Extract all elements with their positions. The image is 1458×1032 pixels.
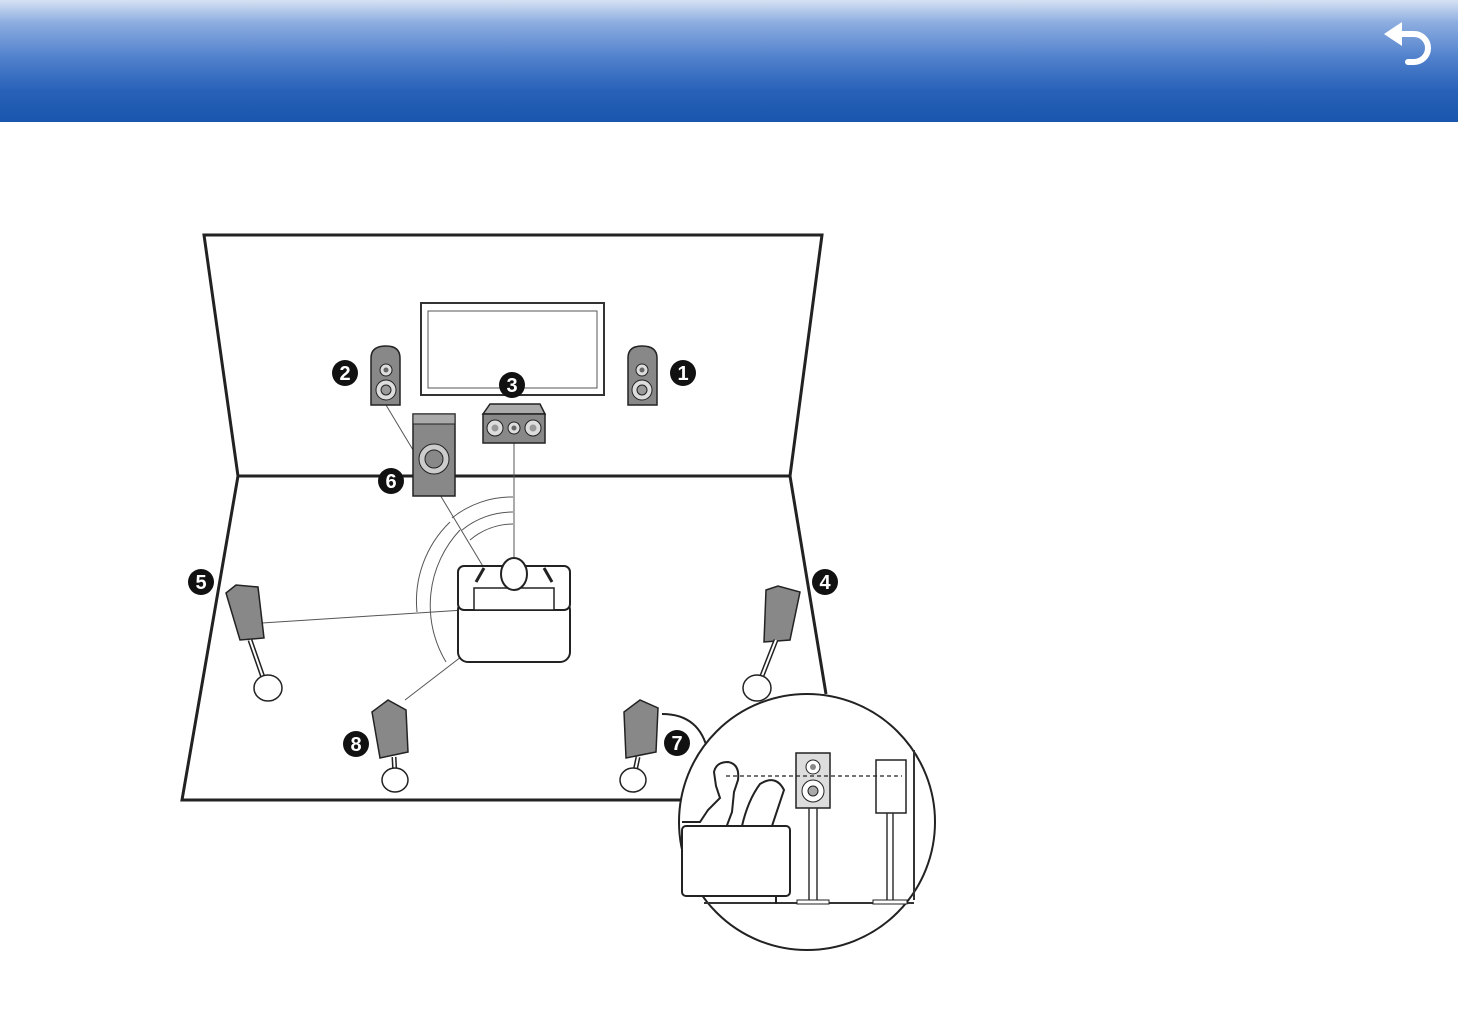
speaker-number-8: 8 [343, 731, 369, 757]
surround-right-speaker [743, 586, 800, 701]
svg-text:6: 6 [385, 471, 396, 493]
speaker-number-5: 5 [188, 569, 214, 595]
speaker-number-7: 7 [664, 730, 690, 756]
subwoofer [413, 414, 455, 496]
speaker-number-4: 4 [812, 569, 838, 595]
svg-text:4: 4 [819, 572, 831, 594]
speaker-number-6: 6 [378, 468, 404, 494]
speaker-number-3: 3 [499, 372, 525, 398]
front-left-speaker [371, 346, 400, 405]
speaker-number-1: 1 [670, 360, 696, 386]
front-right-speaker [628, 346, 657, 405]
svg-text:8: 8 [350, 734, 361, 756]
speaker-number-2: 2 [332, 360, 358, 386]
svg-text:3: 3 [506, 375, 517, 397]
listener-sofa [458, 558, 570, 662]
surround-back-left-speaker [372, 700, 408, 792]
surround-back-right-speaker [620, 700, 658, 792]
svg-text:2: 2 [339, 363, 350, 385]
svg-text:1: 1 [677, 363, 688, 385]
center-speaker [483, 404, 545, 443]
height-detail-callout [662, 694, 935, 950]
svg-text:7: 7 [671, 733, 682, 755]
svg-text:5: 5 [195, 572, 206, 594]
surround-left-speaker [226, 585, 282, 701]
